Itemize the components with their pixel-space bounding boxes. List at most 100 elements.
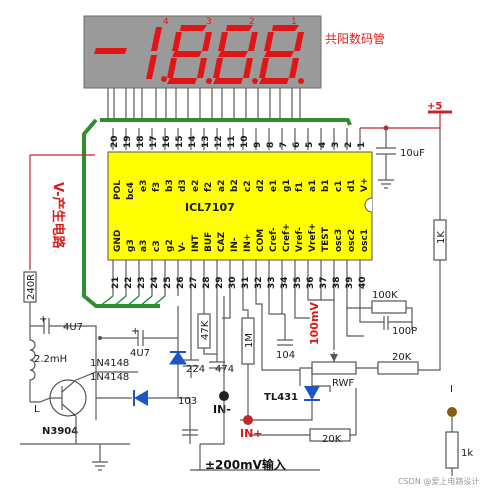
svg-text:14: 14: [188, 135, 198, 148]
svg-text:2: 2: [344, 142, 354, 148]
svg-text:22: 22: [124, 276, 134, 289]
r-20k-a-label: 20K: [392, 352, 412, 363]
digit-number-3: 3: [206, 17, 212, 27]
seven-segment-display: 4 3 2 1: [83, 15, 322, 118]
cap-224-label: 224: [186, 364, 205, 375]
svg-text:11: 11: [227, 135, 237, 148]
svg-text:d1: d1: [347, 179, 357, 192]
in-minus-terminal[interactable]: [219, 391, 229, 401]
r-1k-bottom-label: 1k: [461, 448, 473, 459]
svg-text:b3: b3: [165, 179, 175, 192]
svg-text:15: 15: [175, 135, 185, 148]
svg-text:osc3: osc3: [334, 229, 344, 252]
watermark: CSDN @爱上电路设计: [398, 476, 479, 486]
svg-text:g2: g2: [165, 239, 175, 252]
svg-text:30: 30: [228, 276, 238, 289]
svg-text:c1: c1: [334, 180, 344, 192]
svg-text:bc4: bc4: [126, 182, 136, 200]
svg-text:18: 18: [136, 135, 146, 148]
cap-10uf-label: 10uF: [400, 148, 425, 159]
svg-text:7: 7: [279, 142, 289, 148]
cap-100p-label: 100P: [392, 326, 417, 337]
resistor-20k-a: [377, 361, 419, 375]
svg-text:10: 10: [240, 135, 250, 148]
svg-text:IN-: IN-: [230, 237, 240, 252]
svg-text:f1: f1: [295, 182, 305, 192]
diode-b-label: 1N4148: [90, 372, 129, 383]
in-plus-terminal[interactable]: [243, 415, 253, 425]
supply-section: +5 10uF 1K: [360, 101, 452, 371]
digit-number-1: 1: [291, 17, 297, 27]
svg-text:32: 32: [254, 276, 264, 289]
svg-text:g3: g3: [126, 239, 136, 252]
svg-text:33: 33: [267, 276, 277, 289]
svg-text:c2: c2: [243, 180, 253, 192]
svg-text:IN+: IN+: [243, 234, 253, 252]
tl431-icon: [304, 386, 320, 400]
resistor-1k-bottom: [445, 431, 459, 469]
svg-text:GND: GND: [113, 230, 123, 252]
svg-text:f3: f3: [152, 182, 162, 192]
chip-top-labels: POL bc4 e3 f3 b3 d3 e2 f2 a2 b2 c2 d2 e1…: [113, 177, 370, 200]
svg-text:f2: f2: [204, 182, 214, 192]
i-label: I: [450, 384, 453, 395]
bus-top: [100, 118, 352, 126]
diode-2-icon: [134, 390, 148, 406]
svg-text:39: 39: [345, 276, 355, 289]
icl7107-chip: [107, 151, 373, 261]
svg-text:40: 40: [358, 276, 368, 289]
svg-text:12: 12: [214, 135, 224, 148]
digit-number-4: 4: [163, 17, 169, 27]
svg-text:3: 3: [331, 142, 341, 148]
svg-text:37: 37: [319, 276, 329, 289]
svg-text:36: 36: [306, 276, 316, 289]
input-caption: ±200mV输入: [205, 457, 286, 472]
svg-text:Cref-: Cref-: [269, 227, 279, 252]
v-minus-circuit: 240R V-产生电路 + 4U7 2.2mH L N3904 + 4U7 1N…: [20, 154, 198, 471]
pot-label: RWF: [332, 378, 354, 389]
transistor-label: N3904: [42, 426, 78, 437]
diode-a-label: 1N4148: [90, 358, 129, 369]
cap-4u7-a-label: 4U7: [63, 322, 83, 333]
resistor-100k: [371, 300, 407, 314]
potentiometer-rwf: [311, 361, 357, 375]
svg-text:24: 24: [150, 276, 160, 289]
svg-text:osc1: osc1: [360, 229, 370, 252]
svg-text:9: 9: [253, 142, 263, 148]
plus-mark-a: +: [39, 314, 47, 325]
svg-text:TEST: TEST: [321, 226, 331, 252]
svg-text:16: 16: [162, 135, 172, 148]
svg-text:osc2: osc2: [347, 229, 357, 252]
inductor-label: 2.2mH: [34, 354, 67, 365]
svg-text:COM: COM: [256, 229, 266, 252]
svg-text:Cref+: Cref+: [282, 223, 292, 252]
input-terminals: IN- IN+ ±200mV输入: [190, 296, 320, 472]
svg-text:26: 26: [176, 276, 186, 289]
output-terminal[interactable]: [447, 407, 457, 417]
cap-103-label: 103: [178, 396, 197, 407]
svg-text:5: 5: [305, 142, 315, 148]
svg-text:d2: d2: [256, 179, 266, 192]
bus-left: [82, 118, 160, 308]
current-output: I 1k: [445, 384, 473, 476]
svg-text:20: 20: [110, 135, 120, 148]
svg-text:e3: e3: [139, 180, 149, 192]
svg-text:b1: b1: [321, 179, 331, 192]
r-240r-label: 240R: [26, 274, 37, 300]
svg-text:POL: POL: [113, 180, 123, 200]
svg-text:34: 34: [280, 276, 290, 289]
chip-bottom-labels: GND g3 a3 c3 g2 V- INT BUF CAZ IN- IN+ C…: [113, 223, 370, 252]
svg-text:c3: c3: [152, 240, 162, 252]
svg-text:27: 27: [189, 276, 199, 289]
v-minus-section-label: V-产生电路: [50, 182, 66, 250]
svg-text:d3: d3: [178, 179, 188, 192]
svg-text:29: 29: [215, 276, 225, 289]
svg-text:17: 17: [149, 135, 159, 148]
svg-text:a3: a3: [139, 240, 149, 252]
svg-text:V+: V+: [360, 177, 370, 192]
svg-text:8: 8: [266, 142, 276, 148]
svg-text:6: 6: [292, 142, 302, 148]
top-pin-numbers: 20 19 18 17 16 15 14 13 12 11 10 9 8 7 6…: [110, 135, 367, 148]
svg-text:Vref+: Vref+: [308, 223, 318, 252]
